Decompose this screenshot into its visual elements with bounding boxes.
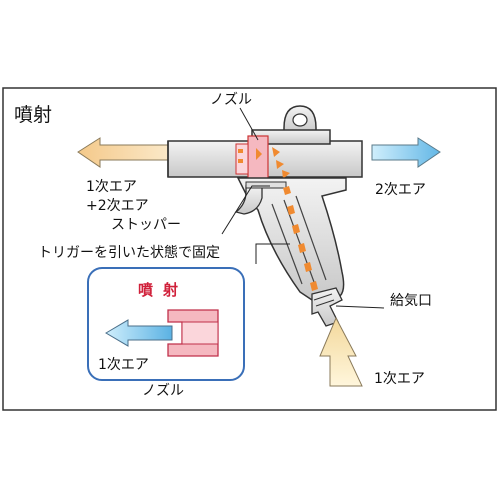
stopper-label: ストッパー [111, 217, 181, 233]
exhaust-label-2: +2次エア [86, 198, 149, 214]
flow-marks-handle [283, 186, 318, 291]
diagram-title: 噴射 [14, 104, 53, 126]
air-inlet-label: 給気口 [390, 293, 432, 309]
trigger [234, 185, 263, 215]
primary-air-arrow [319, 316, 363, 387]
gun-body [236, 177, 347, 301]
primary-air-label: 1次エア [374, 371, 425, 387]
nozzle-label: ノズル [210, 92, 252, 108]
inset-nozzle [167, 309, 219, 357]
secondary-air-arrow [371, 137, 441, 168]
exhaust-label-1: 1次エア [86, 179, 137, 195]
leader-lines [221, 107, 385, 309]
inset-air-arrow [105, 319, 173, 347]
inset-nozzle-label: ノズル [142, 383, 184, 399]
inset-title: 噴射 [138, 281, 189, 299]
secondary-air-label: 2次エア [375, 182, 426, 198]
flow-marks-nozzle [238, 147, 290, 179]
inset-primary-air-label: 1次エア [98, 357, 149, 373]
trigger-note-label: トリガーを引いた状態で固定 [38, 245, 220, 261]
